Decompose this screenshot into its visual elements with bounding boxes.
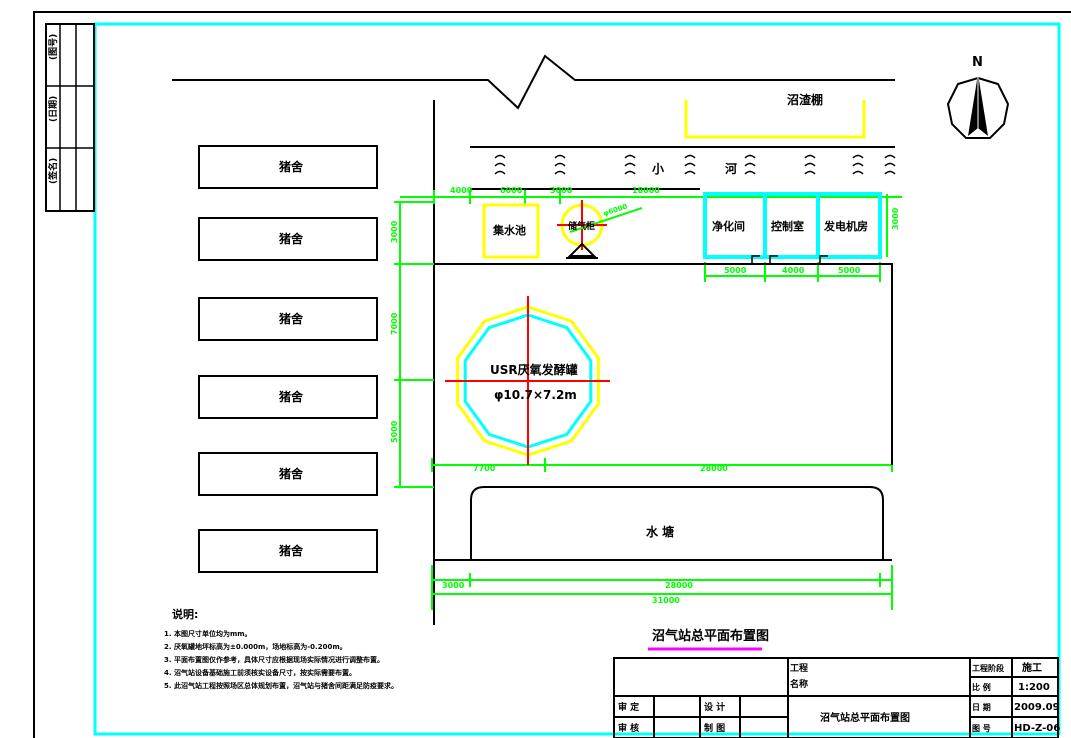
room-generator-label: 发电机房 [823, 219, 868, 233]
dim-left-3: 5000 [390, 420, 399, 443]
dim-bottom-1: 3000 [442, 581, 465, 590]
north-label: N [972, 55, 983, 70]
collection-pool-label: 集水池 [492, 223, 526, 237]
gas-holder: 储气柜 φ6000 [557, 200, 643, 259]
review-label: 审 核 [618, 722, 639, 734]
draft-label: 制 图 [704, 722, 725, 734]
barn-3 [198, 297, 378, 341]
dim-bottom-total: 31000 [652, 596, 680, 605]
barn-label-5: 猪舍 [278, 466, 304, 481]
number-value: HD-Z-06 [1014, 723, 1060, 734]
dim-room-height: 3000 [891, 207, 900, 230]
gas-holder-label: 储气柜 [568, 220, 595, 232]
dim-top-4: 18000 [632, 186, 660, 195]
date-label: 日 期 [972, 702, 991, 712]
barn-label-6: 猪舍 [278, 543, 304, 558]
barn-2 [198, 217, 378, 261]
equipment-rooms: 净化间 控制室 发电机房 [703, 192, 882, 263]
digester-tank: USR厌氧发酵罐 φ10.7×7.2m [445, 296, 610, 465]
dim-room-3: 5000 [838, 266, 861, 275]
digester-name: USR厌氧发酵罐 [490, 362, 578, 377]
date-value: 2009.09 [1014, 702, 1060, 713]
barn-label-2: 猪舍 [278, 231, 304, 246]
note-2: 2. 厌氧罐地坪标高为±0.000m，场地标高为-0.200m。 [164, 642, 347, 651]
dim-room-1: 5000 [724, 266, 747, 275]
note-3: 3. 平面布置图仅作参考，具体尺寸应根据现场实际情况进行调整布置。 [164, 655, 384, 664]
barn-4 [198, 375, 378, 419]
barn-label-4: 猪舍 [278, 389, 304, 404]
side-label-3: (签名) [47, 158, 59, 184]
side-label-2: (日期) [47, 96, 59, 122]
dimension-texts: 4000 6000 3000 18000 3000 7000 5000 7700… [390, 186, 900, 605]
note-5: 5. 此沼气站工程按照场区总体规划布置，沼气站与猪舍间距满足防疫要求。 [164, 681, 398, 690]
barn-5 [198, 452, 378, 496]
drawing-name: 沼气站总平面布置图 [820, 711, 910, 724]
site-outline [434, 263, 893, 465]
dim-top-2: 6000 [500, 186, 523, 195]
drawing-title: 沼气站总平面布置图 [652, 628, 769, 644]
pond-label: 水 塘 [646, 524, 674, 539]
design-label: 设 计 [704, 701, 725, 713]
gas-pipe-label: φ6000 [602, 203, 628, 218]
project-sub: 名称 [790, 678, 808, 690]
barn-1 [198, 145, 378, 189]
notes-block: 说明: 1. 本图尺寸单位均为mm。 2. 厌氧罐地坪标高为±0.000m，场地… [164, 607, 398, 690]
side-label-1: (图号) [48, 34, 59, 60]
approve-label: 审 定 [618, 701, 640, 713]
barn-label-1: 猪舍 [278, 159, 304, 174]
dim-room-2: 4000 [782, 266, 805, 275]
road-line [172, 54, 895, 110]
number-label: 图 号 [972, 724, 991, 733]
barn-label-3: 猪舍 [278, 311, 304, 326]
dim-top-1: 4000 [450, 186, 473, 195]
side-stamp-table: (图号) (日期) (签名) [45, 23, 95, 212]
project-label: 工程 [790, 662, 808, 674]
room-control-label: 控制室 [771, 219, 804, 233]
room-purify-label: 净化间 [712, 219, 745, 233]
residue-shed-label: 沼渣棚 [787, 92, 823, 107]
river: 小 河 [470, 146, 896, 190]
note-4: 4. 沼气站设备基础施工前须核实设备尺寸，按实际需要布置。 [164, 668, 356, 677]
barn-6 [198, 529, 378, 573]
river-label-left: 小 [652, 161, 664, 176]
river-label-right: 河 [724, 161, 737, 176]
digester-size: φ10.7×7.2m [494, 388, 577, 402]
dim-mid-2: 28000 [700, 464, 728, 473]
stage-label: 工程阶段 [972, 663, 1004, 673]
dim-top-3: 3000 [550, 186, 573, 195]
notes-heading: 说明: [172, 607, 198, 621]
dim-left-1: 3000 [390, 220, 399, 243]
title-block [613, 657, 1059, 738]
stage-value: 施工 [1022, 661, 1042, 674]
inner-frame [93, 22, 1061, 736]
collection-pool [482, 203, 540, 259]
scale-label: 比 例 [972, 682, 991, 692]
dimension-lines [394, 190, 902, 610]
outer-border [33, 11, 1071, 738]
scale-value: 1:200 [1018, 682, 1050, 693]
dim-left-2: 7000 [390, 312, 399, 335]
title-block-text: 工程 名称 沼气站总平面布置图 审 定 审 核 设 计 制 图 工程阶段 施工 … [618, 661, 1060, 734]
north-arrow: N [946, 55, 1010, 139]
residue-shed [684, 100, 866, 139]
dim-mid-1: 7700 [473, 464, 496, 473]
pond [470, 486, 884, 560]
dim-bottom-2: 28000 [665, 581, 693, 590]
note-1: 1. 本图尺寸单位均为mm。 [164, 629, 252, 638]
